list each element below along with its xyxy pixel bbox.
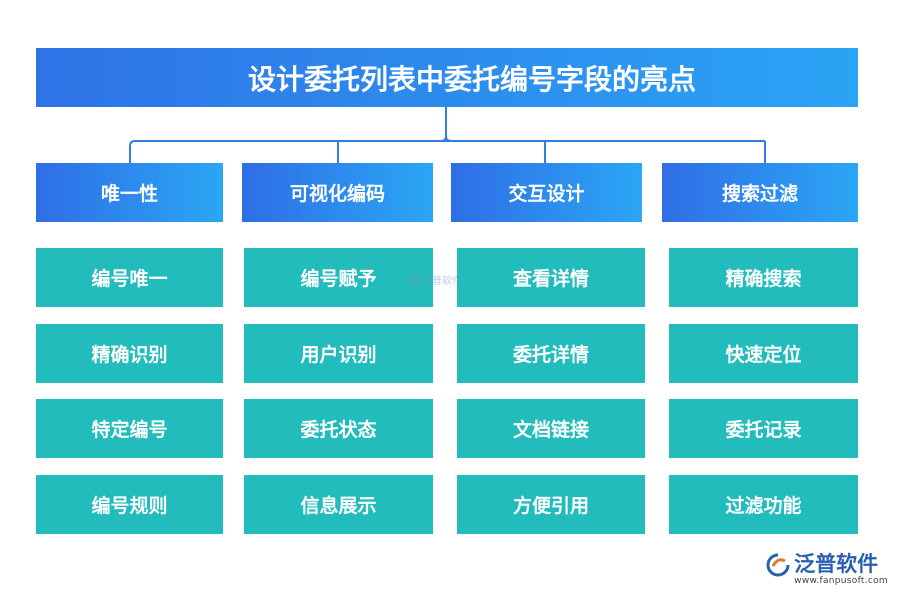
highlight-item: 委托详情	[457, 324, 645, 383]
category-4: 搜索过滤	[662, 163, 858, 222]
highlight-item: 查看详情	[457, 248, 645, 307]
fanpu-logo-icon	[766, 553, 790, 577]
highlight-item: 编号唯一	[36, 248, 223, 307]
brand-url: www.fanpusoft.com	[794, 576, 888, 586]
highlight-item: 特定编号	[36, 399, 223, 458]
highlight-item: 用户识别	[244, 324, 433, 383]
brand-name: 泛普软件	[794, 552, 879, 576]
category-1: 唯一性	[36, 163, 223, 222]
highlight-item: 快速定位	[669, 324, 858, 383]
highlight-item: 精确搜索	[669, 248, 858, 307]
highlight-item: 编号规则	[36, 475, 223, 534]
highlight-item: 编号赋予	[244, 248, 433, 307]
connector-trunk	[440, 107, 452, 142]
fanpu-logo-icon	[408, 273, 422, 286]
highlight-item: 精确识别	[36, 324, 223, 383]
watermark: 泛普软件	[408, 272, 462, 287]
connector-drop-1	[129, 140, 136, 163]
highlight-item: 信息展示	[244, 475, 433, 534]
highlight-item: 委托记录	[669, 399, 858, 458]
watermark-text: 泛普软件	[422, 276, 462, 287]
highlight-item: 过滤功能	[669, 475, 858, 534]
highlight-item: 委托状态	[244, 399, 433, 458]
category-2: 可视化编码	[242, 163, 433, 222]
diagram-title: 设计委托列表中委托编号字段的亮点	[36, 48, 858, 107]
highlight-item: 文档链接	[457, 399, 645, 458]
brand-logo: 泛普软件 www.fanpusoft.com	[765, 552, 888, 586]
highlight-item: 方便引用	[457, 475, 645, 534]
category-3: 交互设计	[451, 163, 642, 222]
